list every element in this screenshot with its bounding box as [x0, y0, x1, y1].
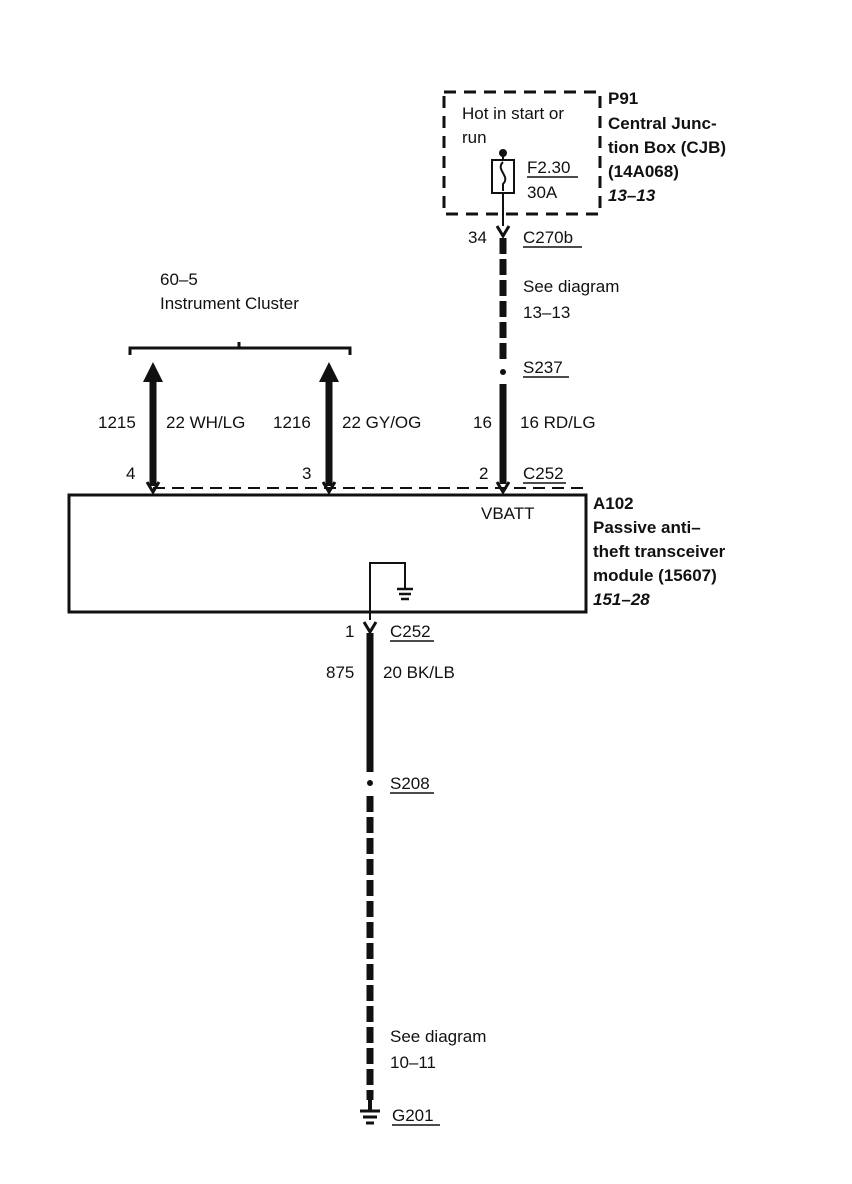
c252-top-id: C252: [523, 464, 564, 483]
internal-ground-wire: [369, 562, 406, 620]
cluster-name: Instrument Cluster: [160, 294, 299, 313]
module-ref: 151–28: [593, 590, 650, 609]
g201-label: G201: [392, 1106, 434, 1125]
wire-1216-gauge-color: 22 GY/OG: [342, 413, 421, 432]
fuse-element: [499, 161, 507, 191]
cluster-ref: 60–5: [160, 270, 198, 289]
junction-box-name-line2: tion Box (CJB): [608, 138, 726, 157]
junction-box-name-line3: (14A068): [608, 162, 679, 181]
fuse-id: F2.30: [527, 158, 570, 177]
splice-s237-dot: [500, 369, 506, 375]
wire-875-circuit: 875: [326, 663, 354, 682]
c270b-connector-symbol: [495, 225, 511, 239]
vbatt-pin-label: VBATT: [481, 504, 535, 523]
pin-1-connector-symbol: [362, 621, 378, 635]
pin-3-label: 3: [302, 464, 311, 483]
fuse-rating: 30A: [527, 183, 558, 202]
see-diagram-top-line2: 13–13: [523, 303, 570, 322]
pin-4-connector-symbol: [145, 481, 161, 495]
pin-3-connector-symbol: [321, 481, 337, 495]
see-diagram-bottom-line2: 10–11: [390, 1053, 436, 1072]
wire-1216-circuit: 1216: [273, 413, 311, 432]
hot-in-start-label-line2: run: [462, 128, 487, 147]
wire-1215-arrowhead: [143, 362, 163, 382]
see-diagram-top-line1: See diagram: [523, 277, 619, 296]
c270b-pin: 34: [468, 228, 487, 247]
c252-bottom-id: C252: [390, 622, 431, 641]
junction-box-id: P91: [608, 89, 638, 108]
wire-16-circuit: 16: [473, 413, 492, 432]
pin-4-label: 4: [126, 464, 135, 483]
pin-2-connector-symbol: [495, 481, 511, 495]
module-name-line2: theft transceiver: [593, 542, 726, 561]
module-name-line3: module (15607): [593, 566, 717, 585]
junction-box-name-line1: Central Junc-: [608, 114, 717, 133]
c270b-id: C270b: [523, 228, 573, 247]
wire-1215-circuit: 1215: [98, 413, 136, 432]
wire-16-gauge-color: 16 RD/LG: [520, 413, 596, 432]
splice-s208-dot: [367, 780, 373, 786]
junction-box-ref: 13–13: [608, 186, 656, 205]
splice-s237-label: S237: [523, 358, 563, 377]
module-id: A102: [593, 494, 634, 513]
see-diagram-bottom-line1: See diagram: [390, 1027, 486, 1046]
wire-1215-gauge-color: 22 WH/LG: [166, 413, 245, 432]
pin-1-label: 1: [345, 622, 354, 641]
cluster-bracket: [128, 346, 352, 355]
hot-in-start-label-line1: Hot in start or: [462, 104, 564, 123]
module-box: [67, 493, 588, 614]
module-name-line1: Passive anti–: [593, 518, 701, 537]
wire-875-gauge-color: 20 BK/LB: [383, 663, 455, 682]
wire-1216-arrowhead: [319, 362, 339, 382]
splice-s208-label: S208: [390, 774, 430, 793]
pin-2-label: 2: [479, 464, 488, 483]
